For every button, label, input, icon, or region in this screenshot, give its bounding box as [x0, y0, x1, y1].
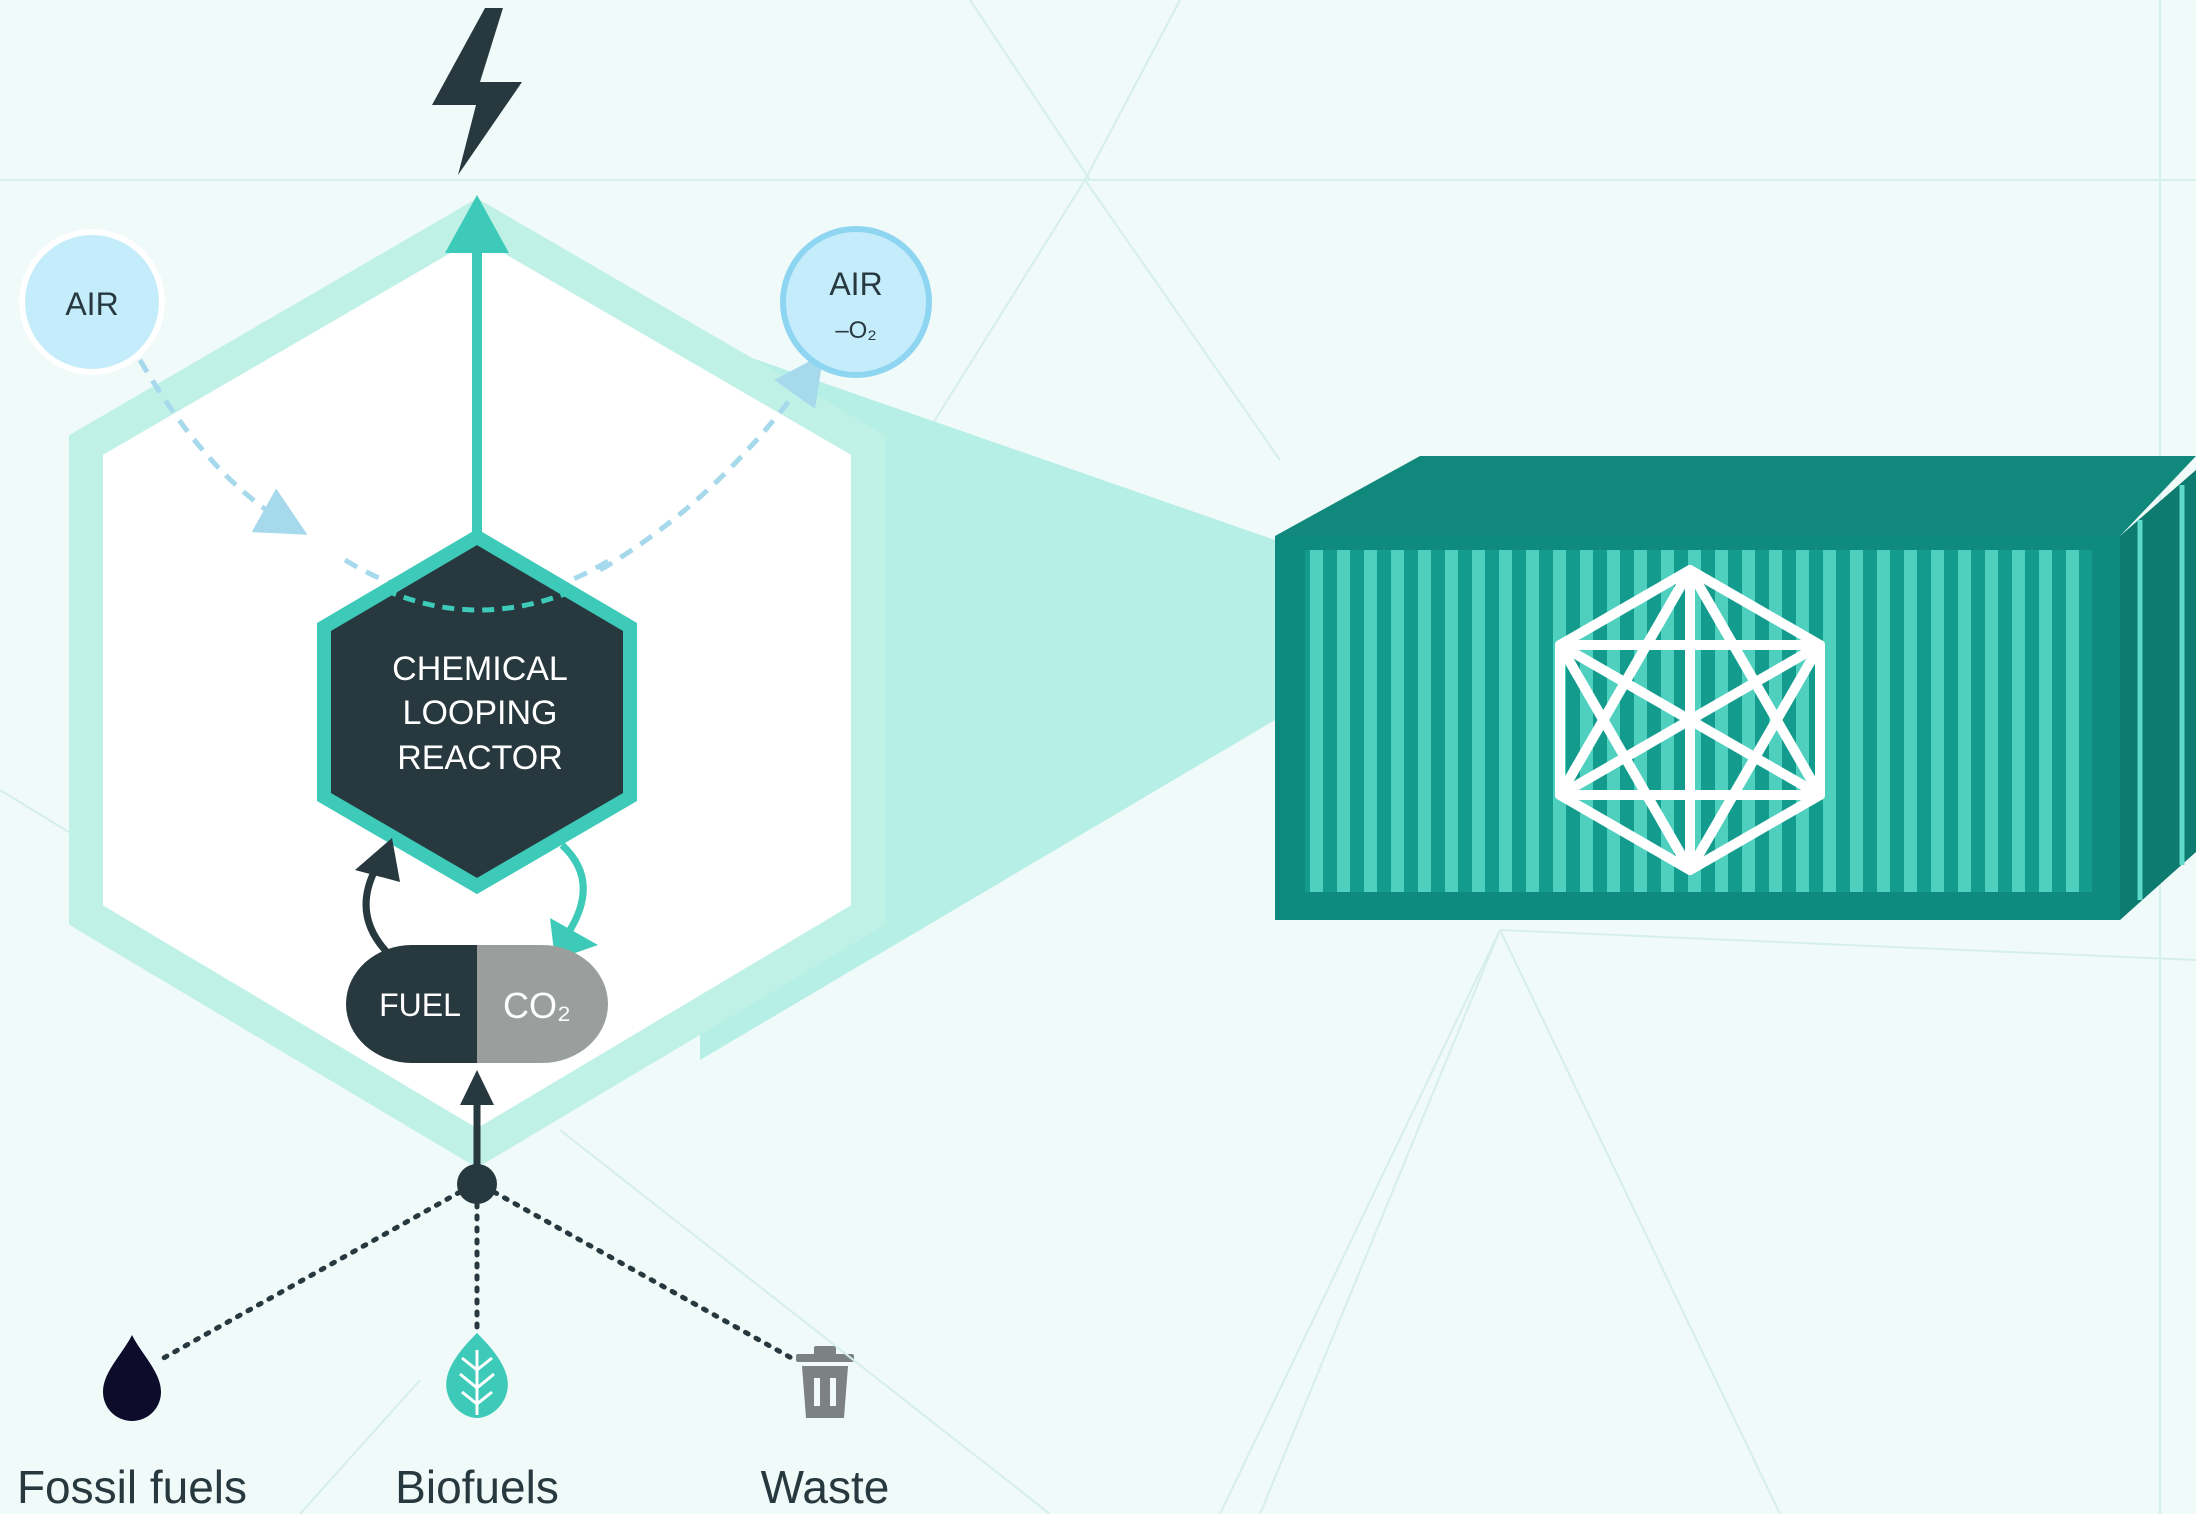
source-label-biofuels: Biofuels: [395, 1461, 559, 1513]
container-rib: [2012, 550, 2025, 892]
air-loop-flow: [343, 557, 612, 603]
reactor-label-line1: CHEMICAL: [392, 650, 568, 688]
container-top: [1275, 456, 2196, 536]
reactor-to-co2-arrow: [559, 842, 587, 932]
container-rib: [1958, 550, 1971, 892]
container-rib: [1877, 550, 1890, 892]
fuel-to-reactor-arrowhead: [355, 838, 400, 882]
container-ribs: [1310, 550, 2079, 892]
air-out-sublabel: –O₂: [835, 317, 876, 344]
reactor-label-line3: REACTOR: [397, 739, 563, 777]
shipping-container: [1275, 456, 2196, 920]
hexagon-lattice-icon: [1555, 565, 1825, 875]
lightning-bolt-icon: [432, 8, 522, 175]
container-rib: [1607, 550, 1620, 892]
container-rib: [1418, 550, 1431, 892]
reactor-inner-dashes: [384, 587, 576, 613]
junction-node: [457, 1164, 497, 1204]
container-rib: [1715, 550, 1728, 892]
container-rib: [1742, 550, 1755, 892]
container-rib: [1850, 550, 1863, 892]
air-out-flow: [598, 353, 824, 573]
container-rib: [1526, 550, 1539, 892]
container-side: [2120, 470, 2196, 920]
container-rib: [1985, 550, 1998, 892]
co2-label: CO₂: [503, 985, 571, 1026]
air-out-label: AIR: [829, 266, 882, 302]
fuel-label: FUEL: [379, 987, 461, 1023]
container-rib: [1823, 550, 1836, 892]
container-rib: [1364, 550, 1377, 892]
container-rib: [1310, 550, 1323, 892]
container-rib: [1796, 550, 1809, 892]
container-rib: [1931, 550, 1944, 892]
container-side-bars: [2137, 485, 2185, 900]
container-rib: [2039, 550, 2052, 892]
source-label-fossil-fuels: Fossil fuels: [17, 1461, 247, 1513]
container-rib: [1499, 550, 1512, 892]
reactor-label-line2: LOOPING: [403, 694, 558, 732]
container-rib: [1904, 550, 1917, 892]
air-in-flow: [137, 358, 308, 535]
container-rib: [1661, 550, 1674, 892]
source-connectors: [157, 1189, 798, 1363]
fuel-co2-pill: FUEL CO₂: [346, 945, 608, 1063]
output-arrowhead: [445, 195, 509, 253]
air-in-label: AIR: [65, 286, 118, 322]
input-arrowhead: [460, 1070, 494, 1105]
container-rib: [1580, 550, 1593, 892]
trash-icon: [796, 1346, 854, 1418]
droplet-icon: [103, 1335, 161, 1421]
container-rib: [1634, 550, 1647, 892]
background-grid-lower: [559, 929, 1501, 1514]
container-rib: [2066, 550, 2079, 892]
reactor-hexagon: [317, 528, 637, 895]
container-rib: [1391, 550, 1404, 892]
source-label-waste: Waste: [761, 1461, 890, 1513]
container-rib: [1445, 550, 1458, 892]
container-rib: [1337, 550, 1350, 892]
air-out-circle: AIR –O₂: [780, 226, 932, 378]
air-in-circle: AIR: [19, 229, 165, 375]
leaf-icon: [446, 1333, 508, 1418]
container-rib: [1472, 550, 1485, 892]
